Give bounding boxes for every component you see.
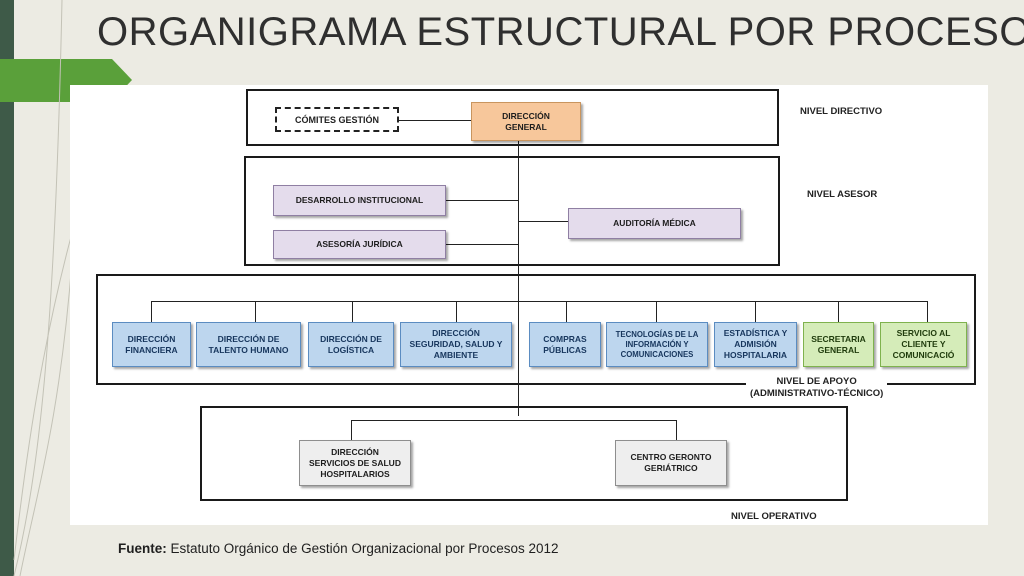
- drop-apoyo-9: [927, 301, 928, 322]
- asesoria-juridica-box: ASESORÍA JURÍDICA: [273, 230, 446, 259]
- apoyo-bus-line: [151, 301, 927, 302]
- drop-apoyo-8: [838, 301, 839, 322]
- comites-connector: [398, 120, 471, 121]
- left-sidebar-bar: [0, 0, 14, 576]
- drop-operativo-1: [351, 420, 352, 440]
- asesoria-connector: [446, 244, 518, 245]
- drop-apoyo-7: [755, 301, 756, 322]
- direccion-general-box: DIRECCIÓN GENERAL: [471, 102, 581, 141]
- band-operativo: [200, 406, 848, 501]
- servicio-cliente-box: SERVICIO AL CLIENTE Y COMUNICACIÓ: [880, 322, 967, 367]
- source-text: Estatuto Orgánico de Gestión Organizacio…: [170, 541, 559, 556]
- level-label-directivo: NIVEL DIRECTIVO: [800, 106, 883, 117]
- level-label-operativo: NIVEL OPERATIVO: [731, 511, 817, 522]
- desarrollo-institucional-box: DESARROLLO INSTITUCIONAL: [273, 185, 446, 216]
- source-label: Fuente:: [118, 541, 167, 556]
- operativo-bus-line: [351, 420, 676, 421]
- talento-humano-box: DIRECCIÓN DE TALENTO HUMANO: [196, 322, 301, 367]
- direccion-financiera-box: DIRECCIÓN FINANCIERA: [112, 322, 191, 367]
- band-directivo: [246, 89, 779, 146]
- main-vertical-connector: [518, 141, 519, 416]
- centro-gerontogeriatrico-box: CENTRO GERONTO GERIÁTRICO: [615, 440, 727, 486]
- estadistica-admision-box: ESTADÍSTICA Y ADMISIÓN HOSPITALARIA: [714, 322, 797, 367]
- logistica-box: DIRECCIÓN DE LOGÍSTICA: [308, 322, 394, 367]
- drop-apoyo-1: [151, 301, 152, 322]
- servicios-salud-hospitalarios-box: DIRECCIÓN SERVICIOS DE SALUD HOSPITALARI…: [299, 440, 411, 486]
- slide-title: ORGANIGRAMA ESTRUCTURAL POR PROCESOS: [97, 10, 1024, 54]
- comites-gestion-box: CÓMITES GESTIÓN: [275, 107, 399, 132]
- secretaria-general-box: SECRETARIA GENERAL: [803, 322, 874, 367]
- level-label-asesor: NIVEL ASESOR: [807, 189, 878, 200]
- org-chart-canvas: NIVEL DIRECTIVO NIVEL ASESOR NIVEL DE AP…: [70, 85, 988, 525]
- level-label-apoyo: NIVEL DE APOYO (ADMINISTRATIVO-TÉCNICO): [746, 376, 888, 400]
- auditoria-connector: [518, 221, 568, 222]
- drop-apoyo-3: [352, 301, 353, 322]
- auditoria-medica-box: AUDITORÍA MÉDICA: [568, 208, 741, 239]
- drop-apoyo-6: [656, 301, 657, 322]
- source-caption: Fuente: Estatuto Orgánico de Gestión Org…: [118, 541, 559, 556]
- drop-apoyo-4: [456, 301, 457, 322]
- compras-publicas-box: COMPRAS PÚBLICAS: [529, 322, 601, 367]
- drop-operativo-2: [676, 420, 677, 440]
- tecnologias-informacion-box: TECNOLOGÍAS DE LA INFORMACIÓN Y COMUNICA…: [606, 322, 708, 367]
- band-apoyo: [96, 274, 976, 385]
- desarrollo-connector: [446, 200, 518, 201]
- drop-apoyo-2: [255, 301, 256, 322]
- seguridad-salud-ambiente-box: DIRECCIÓN SEGURIDAD, SALUD Y AMBIENTE: [400, 322, 512, 367]
- drop-apoyo-5: [566, 301, 567, 322]
- band-asesor: [244, 156, 780, 266]
